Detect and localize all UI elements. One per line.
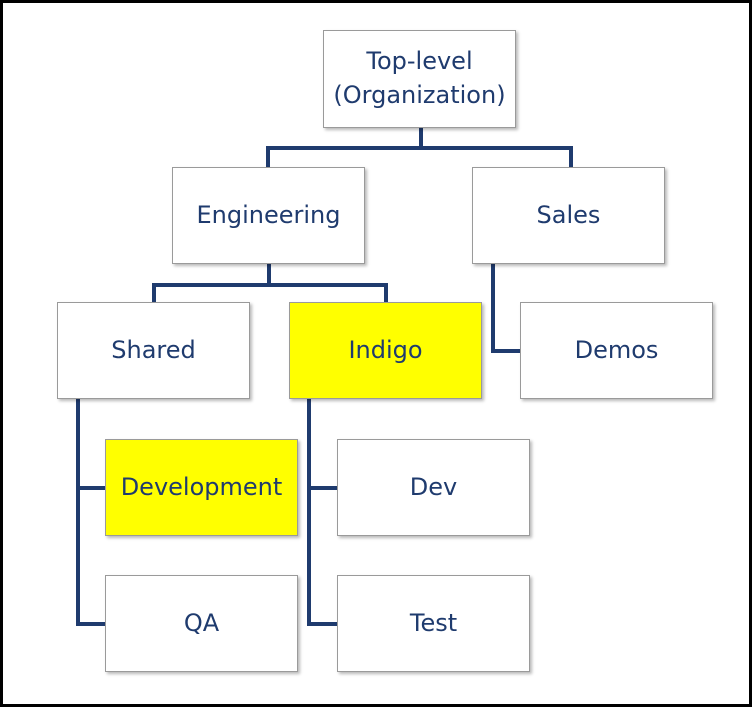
node-sales: Sales [472, 167, 665, 264]
node-demos: Demos [520, 302, 713, 399]
node-top-level: Top-level (Organization) [323, 30, 516, 128]
node-engineering: Engineering [172, 167, 365, 264]
node-label: QA [183, 608, 220, 637]
node-label: Test [409, 608, 458, 637]
connector-sales-demos [491, 264, 521, 353]
node-shared: Shared [57, 302, 250, 399]
node-label: Sales [536, 200, 601, 229]
node-label: Indigo [348, 335, 423, 364]
node-qa: QA [105, 575, 298, 672]
connector-lines [76, 128, 573, 626]
connector-shared-children [76, 398, 106, 626]
node-indigo: Indigo [289, 302, 482, 399]
node-label: Top-level (Organization) [333, 47, 506, 109]
node-label: Demos [574, 335, 659, 364]
node-label: Shared [111, 335, 196, 364]
connector-indigo-children [307, 398, 337, 626]
connector-top-children [266, 128, 573, 168]
node-development: Development [105, 439, 298, 536]
node-dev: Dev [337, 439, 530, 536]
node-test: Test [337, 575, 530, 672]
node-label: Dev [409, 472, 458, 501]
node-label: Development [120, 472, 283, 501]
node-label: Engineering [196, 200, 341, 229]
connector-engineering-children [152, 264, 388, 303]
